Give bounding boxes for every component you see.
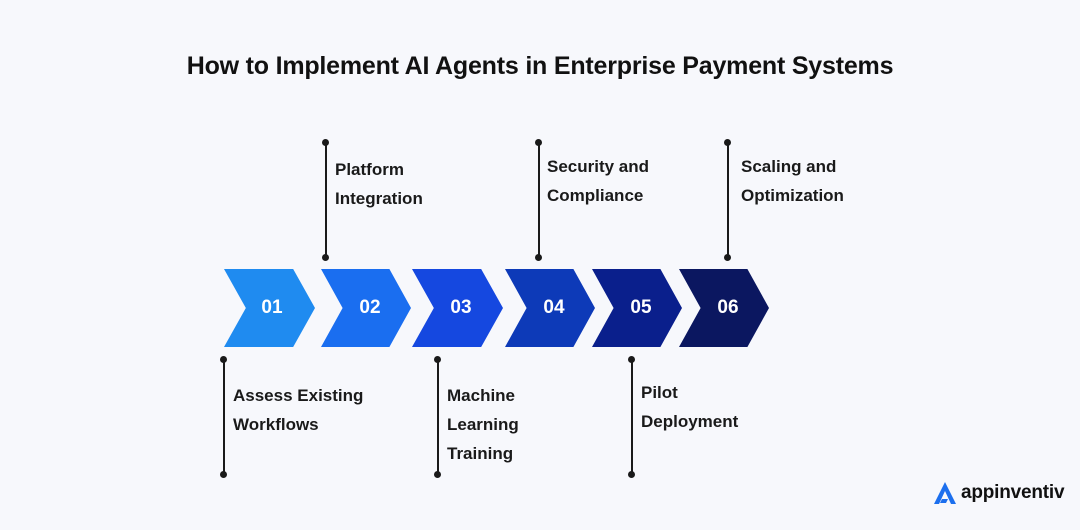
step-label-04-line2: Compliance <box>547 186 644 205</box>
connector-dot-bottom-06 <box>724 254 731 261</box>
connector-dot-bottom-01 <box>220 471 227 478</box>
step-number-03: 03 <box>450 297 472 318</box>
step-label-03-line2: Learning <box>447 415 519 434</box>
step-label-06: Scaling and Optimization <box>741 152 844 210</box>
step-label-02: Platform Integration <box>335 155 423 213</box>
step-number-06: 06 <box>717 297 739 318</box>
connector-stem-04 <box>538 142 540 257</box>
step-label-02-line2: Integration <box>335 189 423 208</box>
step-label-04: Security and Compliance <box>547 152 649 210</box>
step-label-03: Machine Learning Training <box>447 381 519 468</box>
step-label-03-line1: Machine <box>447 386 516 405</box>
step-label-03-line3: Training <box>447 444 514 463</box>
step-label-01-line1: Assess Existing <box>233 386 364 405</box>
step-number-04: 04 <box>543 297 565 318</box>
brand-logo-text: appinventiv <box>961 482 1065 503</box>
step-label-06-line1: Scaling and <box>741 157 837 176</box>
connector-stem-01 <box>223 359 225 474</box>
step-label-05-line2: Deployment <box>641 412 739 431</box>
step-label-06-line2: Optimization <box>741 186 844 205</box>
step-number-02: 02 <box>359 297 381 318</box>
step-label-02-line1: Platform <box>335 160 404 179</box>
step-label-05: Pilot Deployment <box>641 378 738 436</box>
step-label-01-line2: Workflows <box>233 415 319 434</box>
step-number-01: 01 <box>261 297 283 318</box>
connector-stem-03 <box>437 359 439 474</box>
appinventiv-logo-icon <box>934 482 956 504</box>
connector-stem-06 <box>727 142 729 257</box>
connector-dot-bottom-02 <box>322 254 329 261</box>
step-label-01: Assess Existing Workflows <box>233 381 363 439</box>
page-title: How to Implement AI Agents in Enterprise… <box>186 52 894 80</box>
connector-dot-bottom-05 <box>628 471 635 478</box>
step-label-04-line1: Security and <box>547 157 650 176</box>
connector-dot-bottom-04 <box>535 254 542 261</box>
connector-dot-bottom-03 <box>434 471 441 478</box>
step-label-05-line1: Pilot <box>641 383 678 402</box>
brand-logo: appinventiv <box>932 479 1065 507</box>
step-number-05: 05 <box>630 297 652 318</box>
connector-stem-05 <box>631 359 633 474</box>
connector-stem-02 <box>325 142 327 257</box>
